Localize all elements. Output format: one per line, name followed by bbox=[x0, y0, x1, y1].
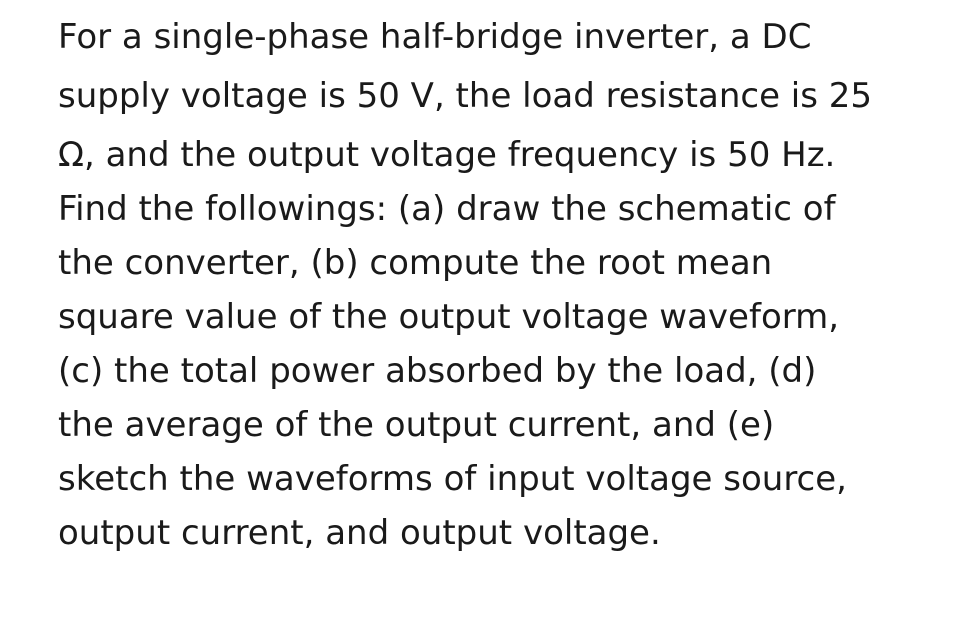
problem-line-1: For a single-phase half-bridge inverter,… bbox=[58, 17, 812, 57]
problem-line-4: Find the followings: (a) draw the schema… bbox=[58, 189, 836, 229]
problem-line-6: square value of the output voltage wavef… bbox=[58, 297, 840, 337]
problem-statement: For a single-phase half-bridge inverter,… bbox=[58, 10, 958, 560]
problem-line-5: the converter, (b) compute the root mean bbox=[58, 243, 773, 283]
problem-line-2: supply voltage is 50 V, the load resista… bbox=[58, 76, 873, 116]
problem-line-7: (c) the total power absorbed by the load… bbox=[58, 351, 817, 391]
problem-line-8: the average of the output current, and (… bbox=[58, 405, 775, 445]
problem-line-3: Ω, and the output voltage frequency is 5… bbox=[58, 135, 836, 175]
problem-line-9: sketch the waveforms of input voltage so… bbox=[58, 459, 847, 499]
problem-line-10: output current, and output voltage. bbox=[58, 513, 661, 553]
